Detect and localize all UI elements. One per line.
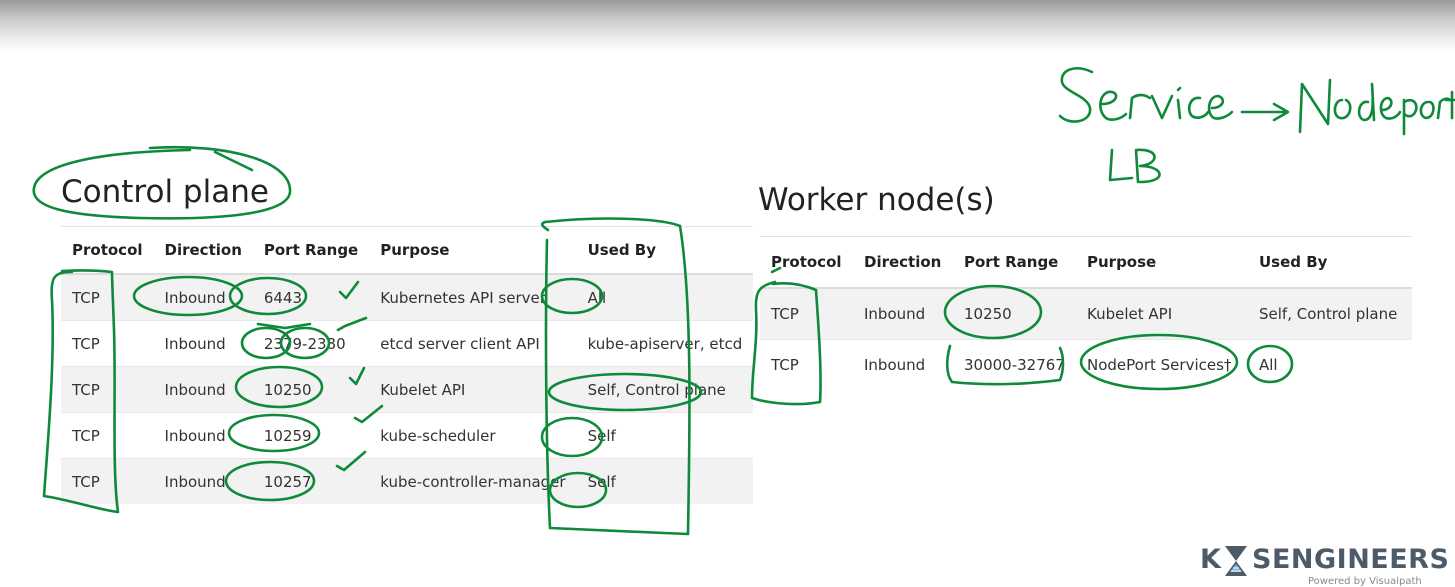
table-row: TCP Inbound 10257 kube-controller-manage… (61, 458, 754, 504)
column-header-used-by: Used By (576, 226, 754, 275)
table-header-row: Protocol Direction Port Range Purpose Us… (760, 236, 1412, 289)
cell-purpose: NodePort Services† (1076, 339, 1248, 390)
worker-nodes-title: Worker node(s) (758, 182, 995, 218)
column-header-port-range: Port Range (252, 226, 370, 275)
column-header-port-range: Port Range (953, 236, 1076, 289)
cell-direction: Inbound (153, 458, 253, 504)
logo-tagline: Powered by Visualpath (1308, 576, 1422, 587)
cell-port-range: 10257 (252, 458, 370, 504)
column-header-purpose: Purpose (1076, 236, 1248, 289)
column-header-direction: Direction (853, 236, 953, 289)
column-header-purpose: Purpose (369, 226, 577, 275)
table-row: TCP Inbound 10259 kube-scheduler Self (61, 412, 754, 459)
cell-port-range: 10250 (953, 287, 1076, 340)
cell-used-by: Self, Control plane (1248, 287, 1412, 340)
cell-purpose: Kubernetes API server (369, 273, 577, 321)
column-header-protocol: Protocol (760, 236, 853, 289)
table-row: TCP Inbound 10250 Kubelet API Self, Cont… (61, 366, 754, 413)
cell-protocol: TCP (61, 412, 154, 459)
cell-direction: Inbound (853, 287, 953, 340)
cell-protocol: TCP (61, 273, 154, 321)
ink-handwritten-note (1058, 67, 1455, 184)
cell-protocol: TCP (760, 287, 853, 340)
hourglass-icon (1225, 546, 1247, 576)
table-row: TCP Inbound 6443 Kubernetes API server A… (61, 273, 754, 321)
cell-direction: Inbound (153, 320, 253, 367)
cell-protocol: TCP (760, 339, 853, 390)
cell-port-range: 2379-2380 (252, 320, 370, 367)
top-shadow (0, 0, 1455, 52)
cell-used-by: Self (576, 412, 754, 459)
cell-used-by: All (1248, 339, 1412, 390)
cell-purpose: Kubelet API (1076, 287, 1248, 340)
cell-used-by: All (576, 273, 754, 321)
cell-port-range: 30000-32767 (953, 339, 1076, 390)
logo-wordmark: SENGINEERS (1252, 544, 1450, 575)
cell-used-by: kube-apiserver, etcd (576, 320, 754, 367)
k8sengineers-logo: K SENGINEERS Powered by Visualpath (1200, 542, 1449, 587)
cell-protocol: TCP (61, 320, 154, 367)
table-row: TCP Inbound 2379-2380 etcd server client… (61, 320, 754, 367)
control-plane-ports-table: Protocol Direction Port Range Purpose Us… (61, 226, 754, 504)
column-header-direction: Direction (153, 226, 253, 275)
cell-purpose: kube-controller-manager (369, 458, 577, 504)
cell-port-range: 10259 (252, 412, 370, 459)
table-row: TCP Inbound 10250 Kubelet API Self, Cont… (760, 287, 1412, 340)
worker-nodes-ports-table: Protocol Direction Port Range Purpose Us… (760, 236, 1412, 390)
cell-direction: Inbound (153, 412, 253, 459)
table-header-row: Protocol Direction Port Range Purpose Us… (61, 226, 754, 275)
table-row: TCP Inbound 30000-32767 NodePort Service… (760, 339, 1412, 390)
logo-letter-k: K (1200, 544, 1222, 575)
cell-port-range: 6443 (252, 273, 370, 321)
cell-purpose: etcd server client API (369, 320, 577, 367)
cell-direction: Inbound (153, 273, 253, 321)
cell-purpose: Kubelet API (369, 366, 577, 413)
cell-protocol: TCP (61, 458, 154, 504)
cell-used-by: Self (576, 458, 754, 504)
cell-purpose: kube-scheduler (369, 412, 577, 459)
cell-direction: Inbound (153, 366, 253, 413)
column-header-used-by: Used By (1248, 236, 1412, 289)
column-header-protocol: Protocol (61, 226, 154, 275)
cell-protocol: TCP (61, 366, 154, 413)
cell-direction: Inbound (853, 339, 953, 390)
cell-used-by: Self, Control plane (576, 366, 754, 413)
cell-port-range: 10250 (252, 366, 370, 413)
control-plane-title: Control plane (61, 174, 269, 210)
